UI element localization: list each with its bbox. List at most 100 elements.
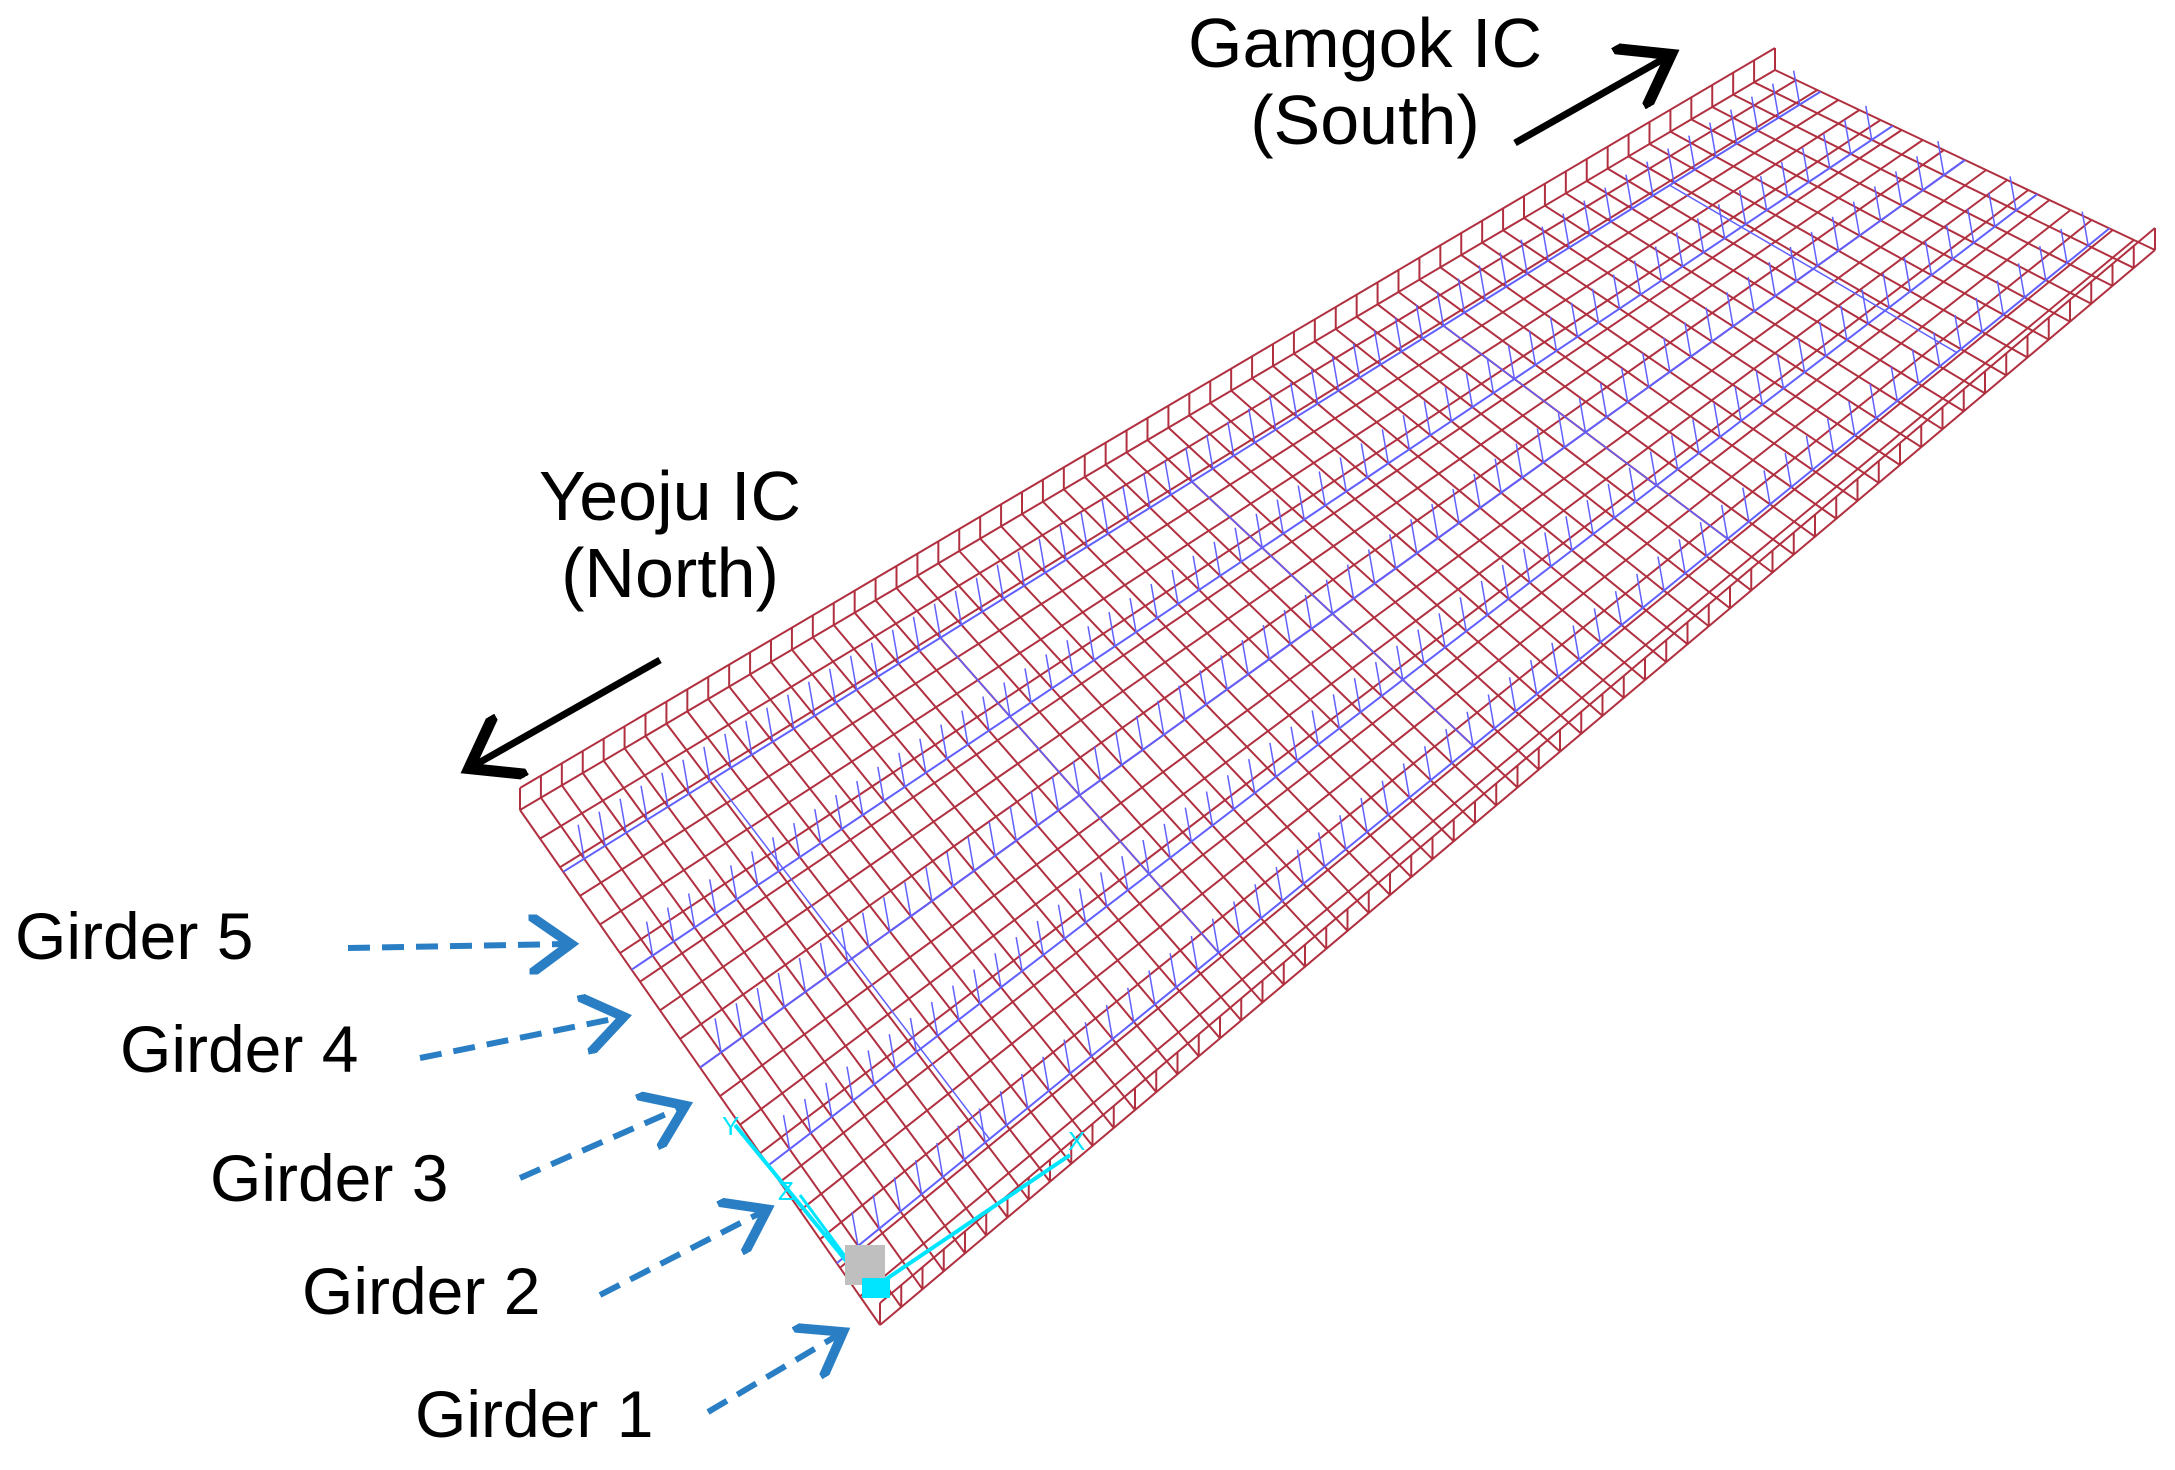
girder-stiffener <box>793 823 801 858</box>
girder-stiffener <box>1614 590 1623 626</box>
girder-stiffener <box>1415 304 1424 339</box>
girder-stiffener <box>1410 519 1418 554</box>
girder-stiffener <box>1268 395 1277 430</box>
girder-stiffener <box>1304 594 1313 630</box>
girder-stiffener <box>1557 413 1566 448</box>
girder-stiffener <box>1346 564 1355 599</box>
girder-stiffener <box>1852 201 1861 236</box>
girder-stiffener <box>1840 305 1848 341</box>
girder-stiffener <box>1093 745 1102 781</box>
girder-1-arrow <box>706 1335 838 1415</box>
girder-stiffener <box>1541 226 1549 261</box>
girder-stiffener <box>946 851 954 887</box>
girder-2-arrow <box>598 1212 762 1298</box>
girder-stiffener <box>724 733 732 768</box>
girder-stiffener <box>772 837 780 872</box>
girder-stiffener <box>1275 866 1283 902</box>
girder-stiffener <box>1895 171 1903 206</box>
girder-stiffener <box>1339 457 1348 492</box>
girder-stiffener <box>1248 758 1256 794</box>
girder-stiffener <box>1684 322 1692 357</box>
girder-stiffener <box>1459 597 1467 632</box>
girder-stiffener <box>893 1177 902 1212</box>
girder-stiffener <box>1080 512 1088 547</box>
girder-stiffener <box>1290 726 1298 761</box>
girder-stiffener <box>1114 730 1123 766</box>
girder-stiffener <box>1628 467 1637 502</box>
girder-stiffener <box>1882 273 1890 308</box>
girder-stiffener <box>2060 228 2068 264</box>
girder-stiffener <box>1678 539 1686 574</box>
girder-stiffener <box>1105 1004 1114 1040</box>
girder-stiffener <box>1325 579 1334 614</box>
girder-stiffener <box>1121 856 1129 891</box>
girder-stiffener <box>1084 1022 1093 1057</box>
girder-stiffener <box>1508 677 1517 712</box>
girder-stiffener <box>1916 156 1924 191</box>
girder-stiffener <box>1633 260 1642 295</box>
girder-stiffener <box>1024 668 1032 703</box>
girder-stiffener <box>1810 231 1819 267</box>
girder-stiffener <box>1692 419 1700 454</box>
girder-4-arrow <box>419 1018 618 1061</box>
girder-stiffener <box>1389 534 1397 569</box>
girder-stiffener <box>1360 443 1369 478</box>
girder-stiffener <box>1289 382 1298 417</box>
girder-stiffener <box>1646 161 1654 196</box>
girder-stiffener <box>577 824 585 859</box>
girder-stiffener <box>1373 330 1382 365</box>
girder-stiffener <box>2017 263 2026 298</box>
girder-stiffener <box>1738 190 1747 225</box>
girder-stiffener <box>1063 1039 1071 1074</box>
north-label-line1: Yeoju IC <box>538 457 802 535</box>
girder-stiffener <box>1220 655 1228 690</box>
girder-stiffener <box>835 794 843 830</box>
girder-stiffener <box>1310 369 1319 404</box>
girder-stiffener <box>1604 187 1612 222</box>
girder-stiffener <box>1381 780 1389 815</box>
girder-stiffener <box>1206 434 1214 469</box>
girder-stiffener <box>1844 119 1852 155</box>
girder-5-arrow <box>347 944 565 948</box>
girder-stiffener <box>1954 314 1962 350</box>
girder-stiffener <box>1157 700 1165 735</box>
girder-frame-elements <box>562 70 2111 1264</box>
girder-stiffener <box>1296 849 1305 884</box>
girder-stiffener <box>1515 443 1523 478</box>
cross-frame <box>939 637 1220 954</box>
girder-stiffener <box>1937 140 1945 176</box>
girder-stiffener <box>1520 239 1528 274</box>
girder-stiffener <box>994 953 1002 988</box>
girder-stiffener <box>782 1115 791 1150</box>
girder-2-label: Girder 2 <box>302 1254 541 1328</box>
girder-stiffener <box>1593 608 1602 643</box>
girder-stiffener <box>619 798 627 833</box>
girder-stiffener <box>1549 316 1558 351</box>
girder-stiffener <box>1184 807 1193 842</box>
girder-stiffener <box>1620 367 1629 403</box>
girder-stiffener <box>925 866 933 902</box>
girder-stiffener <box>1945 224 1954 260</box>
girder-stiffener <box>1332 694 1341 729</box>
girder-stiffener <box>1734 386 1742 421</box>
girder-stiffener <box>867 1050 875 1085</box>
girder-stiffener <box>1975 297 1983 333</box>
girder-stiffener <box>666 907 675 942</box>
girder-stiffener <box>1190 935 1199 971</box>
girder-stiffener <box>1473 473 1481 509</box>
girder-stiffener <box>1101 499 1109 534</box>
girder-stiffener <box>1818 321 1827 357</box>
girder-stiffener <box>914 1160 923 1195</box>
girder-stiffener <box>1903 257 1912 292</box>
girder-stiffener <box>1717 204 1726 239</box>
girder-stiffener <box>708 879 717 914</box>
girder-stiffener <box>1199 670 1207 705</box>
mesh-longitudinal-line <box>839 229 2114 1269</box>
girder-stiffener <box>661 772 669 807</box>
mesh-longitudinal-line <box>879 249 2156 1326</box>
girder-stiffener <box>1501 564 1510 599</box>
girder-stiffener <box>1402 415 1411 450</box>
girder-stiffener <box>1108 612 1116 647</box>
girder-stiffener <box>1185 447 1193 482</box>
girder-stiffener <box>1759 176 1768 211</box>
